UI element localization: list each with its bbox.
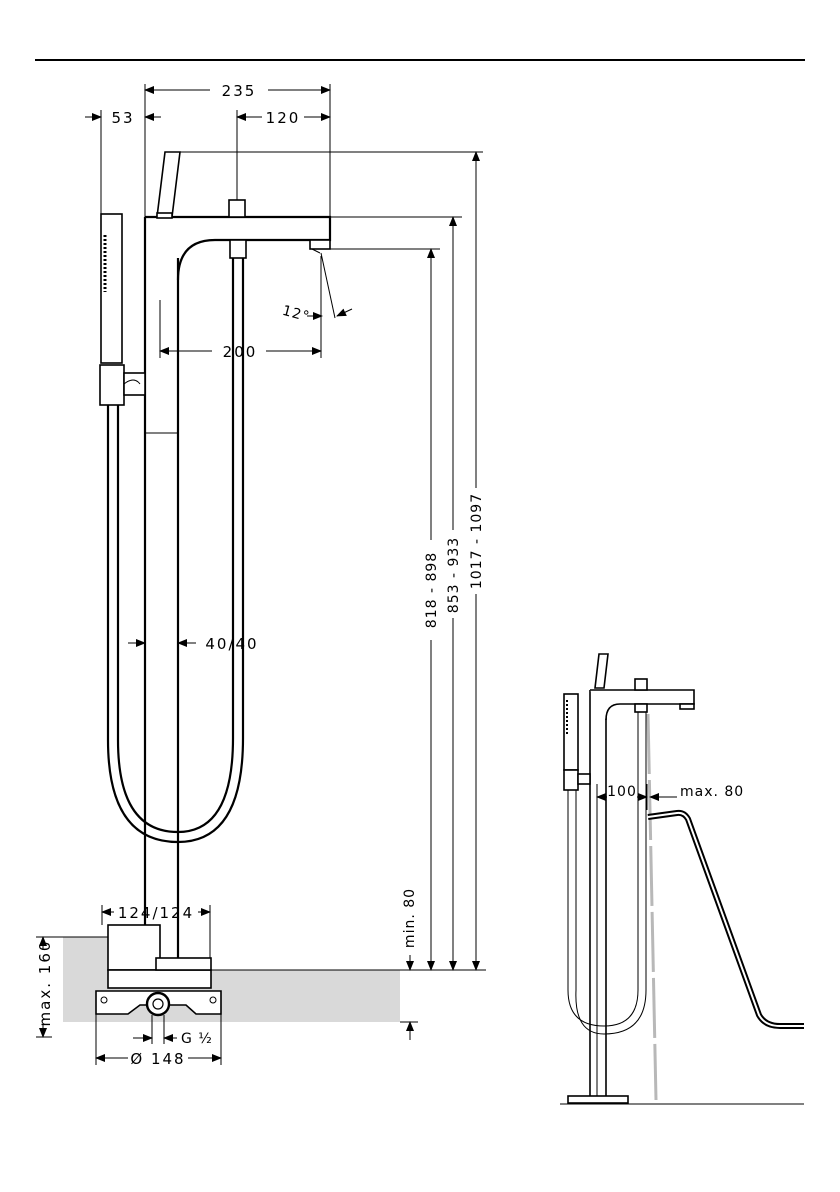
dim-max-80: max. 80 — [680, 784, 744, 800]
dim-angle-12: 12° — [281, 303, 312, 326]
mounting-box — [108, 925, 160, 970]
dim-height-1017-1097: 1017 - 1097 — [469, 493, 485, 589]
aerator — [310, 240, 330, 249]
dim-235: 235 — [222, 82, 257, 100]
dim-height-853-933: 853 - 933 — [446, 537, 462, 613]
diverter-knob — [229, 200, 245, 217]
dim-200: 200 — [223, 343, 258, 361]
dim-g-half: G ½ — [181, 1031, 213, 1047]
water-stream — [648, 714, 656, 1100]
dim-height-818-898: 818 - 898 — [424, 552, 440, 628]
shower-hose — [118, 258, 233, 832]
shower-holder — [100, 365, 124, 405]
dim-min-80: min. 80 — [402, 888, 418, 948]
secondary-view: 100 max. 80 — [560, 654, 804, 1104]
dim-120: 120 — [266, 109, 301, 127]
dim-53: 53 — [111, 109, 134, 127]
bathtub-rim — [648, 813, 804, 1026]
dim-100: 100 — [607, 784, 637, 800]
dim-40-40: 40/40 — [205, 635, 258, 653]
main-view — [63, 152, 400, 1022]
dim-124-124: 124/124 — [118, 904, 194, 922]
floor-plate — [568, 1096, 628, 1103]
dim-diameter-148: Ø 148 — [130, 1050, 185, 1068]
lever-handle — [157, 152, 180, 217]
dim-max-160: max. 160 — [36, 940, 54, 1027]
floor-section-right — [210, 970, 400, 1022]
